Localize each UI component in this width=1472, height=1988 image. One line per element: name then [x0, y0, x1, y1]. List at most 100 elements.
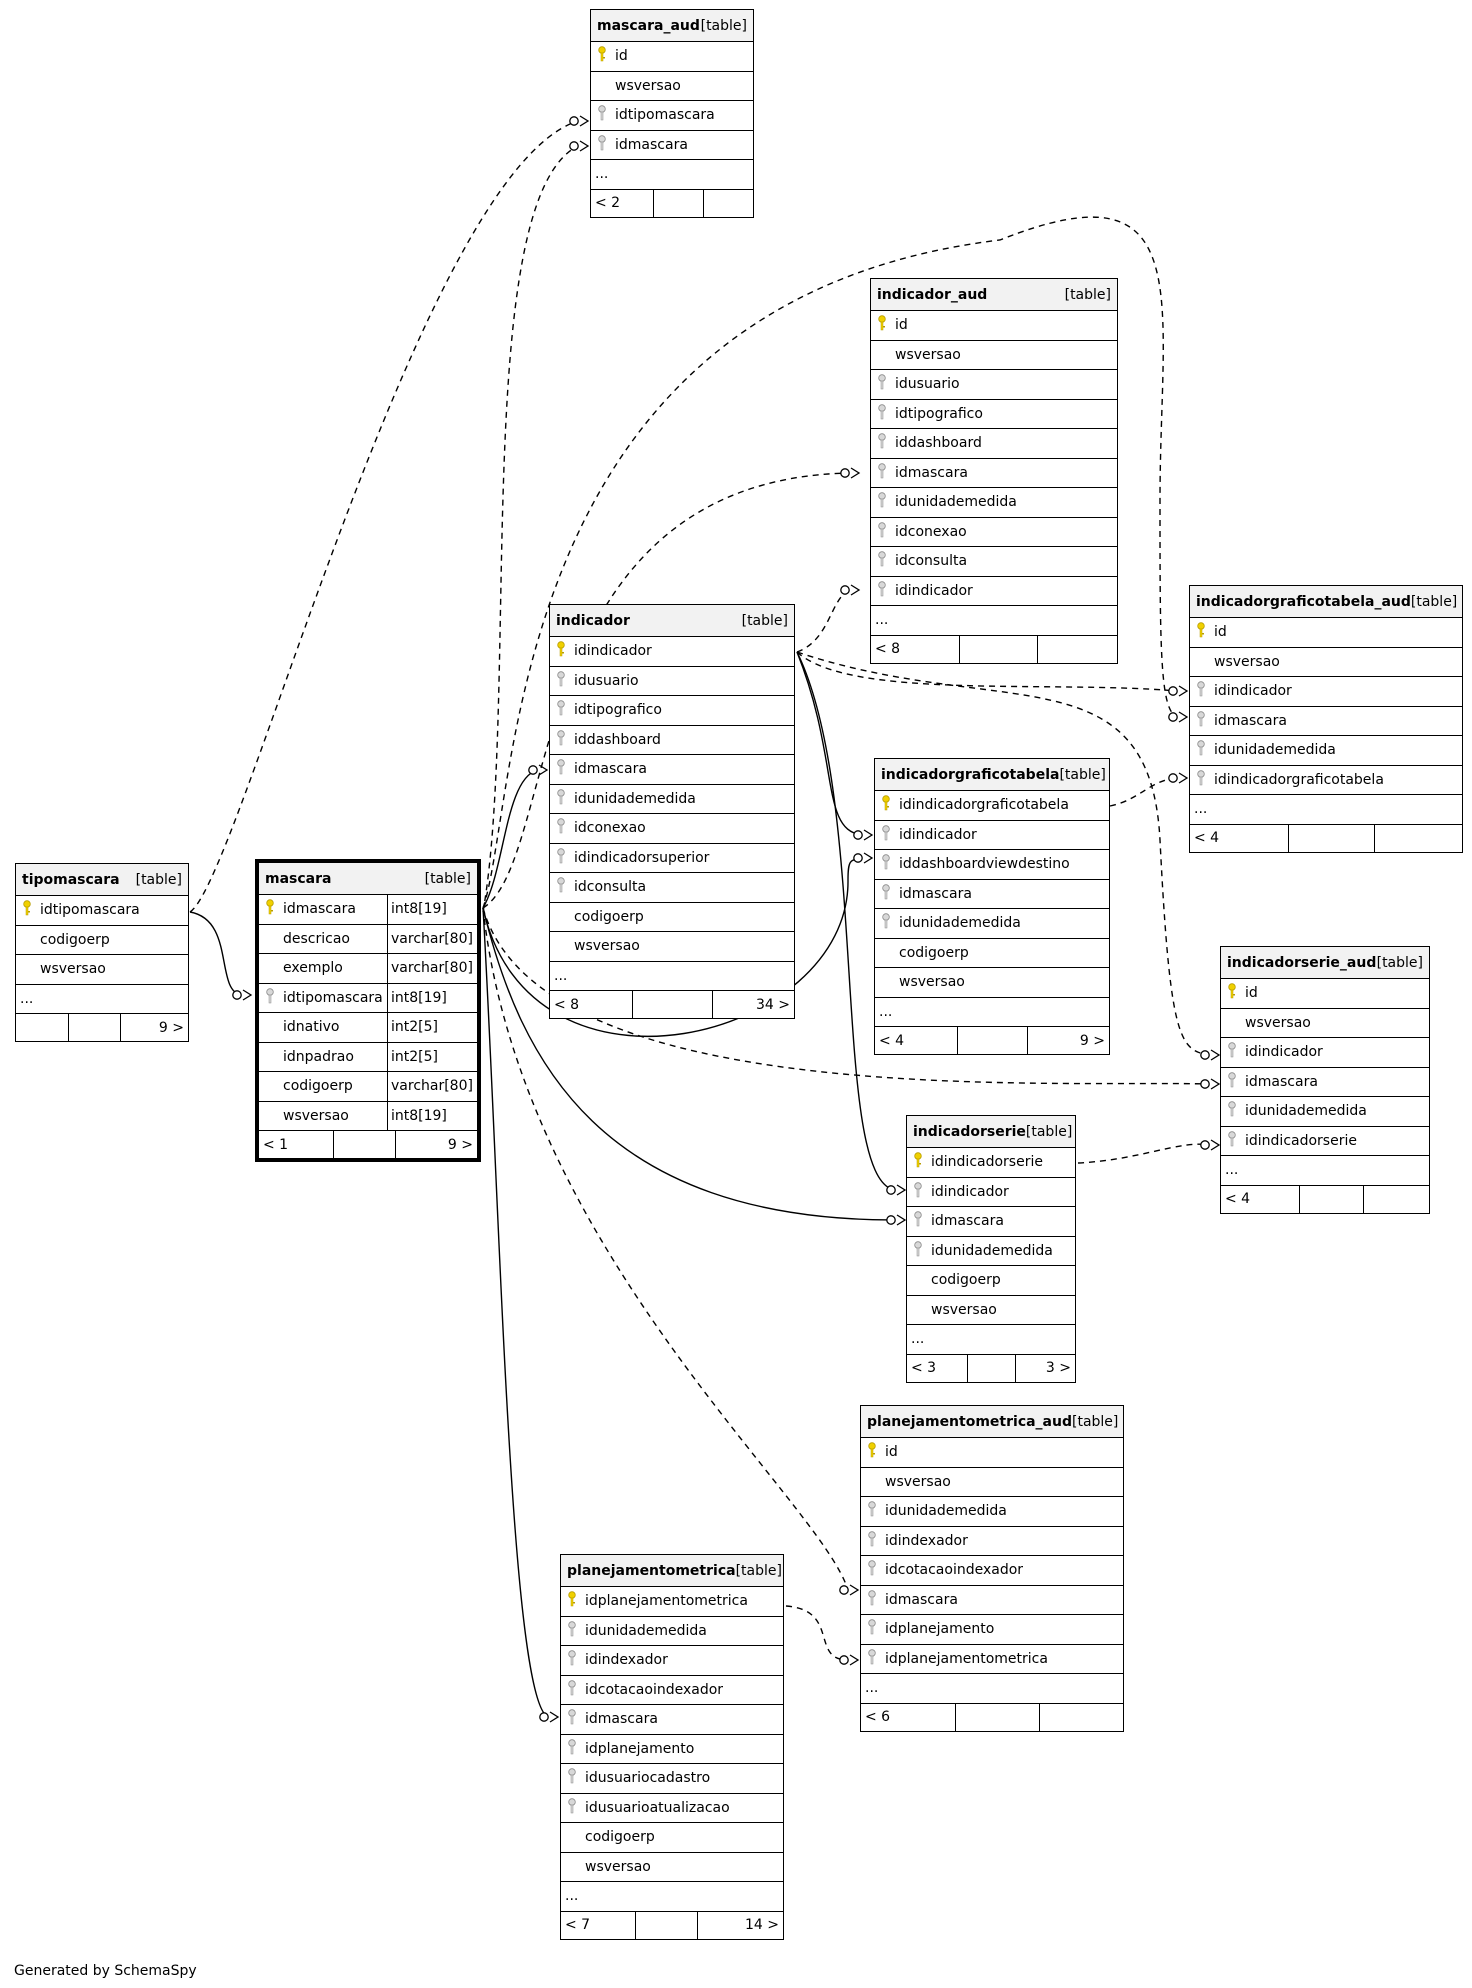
column-row[interactable]: idmascara: [871, 459, 1117, 488]
rows-count[interactable]: [334, 1131, 397, 1158]
column-row[interactable]: idindicadorsuperior: [550, 844, 794, 873]
column-row[interactable]: idunidademedida: [1221, 1097, 1429, 1127]
column-row[interactable]: idunidademedida: [875, 909, 1109, 939]
children-count[interactable]: [1364, 1186, 1429, 1213]
parents-count[interactable]: < 2: [591, 189, 655, 217]
column-row[interactable]: idindicadorgraficotabela: [875, 791, 1109, 821]
column-row[interactable]: idmascara: [907, 1207, 1075, 1237]
column-row[interactable]: idindicador: [1221, 1038, 1429, 1068]
column-row[interactable]: idmascara: [591, 131, 753, 160]
column-row[interactable]: idtipografico: [871, 400, 1117, 429]
column-row[interactable]: idmascara: [550, 755, 794, 785]
parents-count[interactable]: < 4: [875, 1027, 959, 1054]
column-row[interactable]: id: [1190, 618, 1462, 648]
column-row[interactable]: codigoerp: [875, 939, 1109, 968]
table-header[interactable]: mascara[table]: [259, 863, 477, 895]
column-row[interactable]: iddashboardviewdestino: [875, 850, 1109, 880]
parents-count[interactable]: < 6: [861, 1703, 957, 1731]
column-row[interactable]: idindicador: [871, 577, 1117, 606]
parents-count[interactable]: < 4: [1221, 1185, 1301, 1213]
rows-count[interactable]: [636, 1911, 698, 1939]
rows-count[interactable]: [958, 1027, 1028, 1054]
parents-count[interactable]: < 1: [259, 1131, 335, 1158]
column-row[interactable]: idplanejamentometrica: [861, 1645, 1123, 1674]
rows-count[interactable]: [968, 1354, 1016, 1382]
column-row[interactable]: idunidademedida: [561, 1617, 783, 1646]
table-header[interactable]: indicador_aud[table]: [871, 279, 1117, 311]
column-row[interactable]: idmascara: [875, 880, 1109, 909]
column-row[interactable]: codigoerp: [550, 903, 794, 932]
column-row[interactable]: iddashboard: [550, 726, 794, 755]
column-row[interactable]: idusuario: [871, 370, 1117, 400]
children-count[interactable]: [1040, 1704, 1123, 1731]
table-header[interactable]: indicadorgraficotabela[table]: [875, 759, 1109, 791]
column-row[interactable]: wsversao: [561, 1853, 783, 1882]
column-row[interactable]: idunidademedida: [871, 488, 1117, 518]
table-header[interactable]: indicadorserie[table]: [907, 1116, 1075, 1148]
column-row[interactable]: idunidademedida: [1190, 736, 1462, 766]
parents-count[interactable]: < 8: [550, 991, 634, 1018]
table-header[interactable]: mascara_aud[table]: [591, 10, 753, 42]
column-row[interactable]: idmascara: [1190, 707, 1462, 736]
column-row[interactable]: idindexador: [861, 1527, 1123, 1556]
column-row[interactable]: idmascara: [561, 1705, 783, 1735]
parents-count[interactable]: < 4: [1190, 824, 1290, 852]
rows-count[interactable]: [956, 1703, 1040, 1731]
parents-count[interactable]: < 8: [871, 635, 961, 663]
column-row[interactable]: idindicadorgraficotabela: [1190, 766, 1462, 795]
column-row[interactable]: wsversao: [1221, 1009, 1429, 1038]
column-row[interactable]: id: [1221, 979, 1429, 1009]
column-row[interactable]: idtipografico: [550, 696, 794, 726]
column-row[interactable]: idindexador: [561, 1646, 783, 1676]
column-row[interactable]: idtipomascara: [591, 101, 753, 131]
children-count[interactable]: [1375, 825, 1462, 852]
column-row[interactable]: iddashboard: [871, 429, 1117, 459]
column-row[interactable]: wsversao: [907, 1296, 1075, 1325]
column-row[interactable]: wsversao: [875, 968, 1109, 998]
column-row[interactable]: idconsulta: [550, 873, 794, 903]
table-header[interactable]: indicadorserie_aud[table]: [1221, 947, 1429, 979]
column-row[interactable]: idunidademedida: [907, 1237, 1075, 1266]
table-header[interactable]: indicadorgraficotabela_aud[table]: [1190, 586, 1462, 618]
column-row[interactable]: idplanejamento: [861, 1615, 1123, 1645]
column-row[interactable]: wsversao: [550, 932, 794, 962]
column-row[interactable]: idconsulta: [871, 547, 1117, 577]
column-row[interactable]: idusuariocadastro: [561, 1764, 783, 1794]
column-row[interactable]: idmascara: [1221, 1068, 1429, 1097]
table-indicadorgraficotabela[interactable]: indicadorgraficotabela[table]idindicador…: [874, 758, 1110, 1055]
table-header[interactable]: planejamentometrica_aud[table]: [861, 1406, 1123, 1438]
column-row[interactable]: codigoerp: [907, 1266, 1075, 1296]
column-row[interactable]: idcotacaoindexador: [861, 1556, 1123, 1586]
column-row[interactable]: idunidademedida: [861, 1497, 1123, 1527]
column-row[interactable]: wsversao: [1190, 648, 1462, 677]
column-row[interactable]: idunidademedida: [550, 785, 794, 814]
rows-count[interactable]: [654, 189, 704, 217]
column-row[interactable]: idplanejamentometrica: [561, 1587, 783, 1617]
column-row[interactable]: wsversao: [591, 72, 753, 101]
column-row[interactable]: codigoerp: [16, 926, 188, 955]
column-row[interactable]: idconexao: [550, 814, 794, 844]
column-row[interactable]: idtipomascara: [16, 896, 188, 926]
parents-count[interactable]: < 3: [907, 1354, 969, 1382]
column-row[interactable]: wsversao: [871, 341, 1117, 370]
children-count[interactable]: 9 >: [447, 1136, 473, 1153]
column-row[interactable]: idcotacaoindexador: [561, 1676, 783, 1705]
column-row[interactable]: wsversao: [16, 955, 188, 985]
children-count[interactable]: 3 >: [1045, 1360, 1071, 1376]
column-row[interactable]: idusuario: [550, 667, 794, 696]
table-header[interactable]: tipomascara[table]: [16, 864, 188, 896]
column-row[interactable]: idindicadorserie: [1221, 1127, 1429, 1156]
